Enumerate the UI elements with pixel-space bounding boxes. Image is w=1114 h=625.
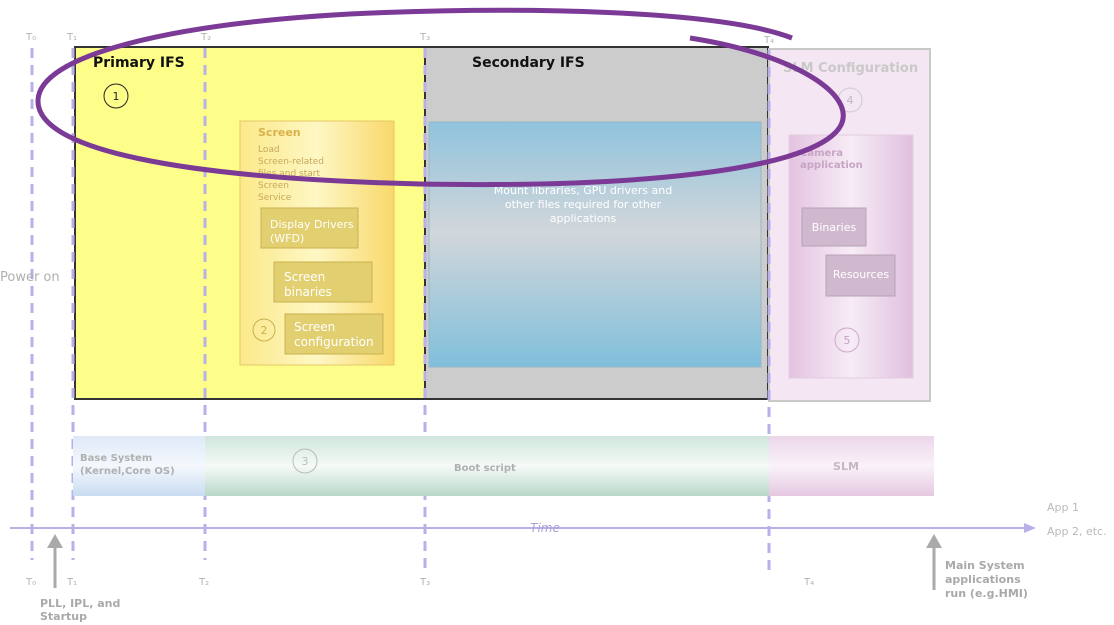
time-label: Time <box>530 521 560 535</box>
marker-t2-bottom: T₂ <box>198 577 209 588</box>
badge-4: 4 <box>847 94 854 107</box>
badge-2: 2 <box>261 324 268 337</box>
badge-3: 3 <box>302 455 309 468</box>
secondary-desc-line: other files required for other <box>505 198 662 211</box>
marker-t1-top: T₁ <box>66 32 77 43</box>
timeline-arrow <box>10 523 1036 533</box>
pll-label: PLL, IPL, and <box>40 597 120 610</box>
screen-desc-line: files and start <box>258 169 320 179</box>
pll-arrow <box>47 534 63 588</box>
badge-2-circle <box>252 318 276 342</box>
screen-configuration-label: configuration <box>294 335 374 349</box>
base-system-label: (Kernel,Core OS) <box>80 466 175 477</box>
screen-configuration-box <box>284 313 384 355</box>
screen-binaries-label: binaries <box>284 285 332 299</box>
marker-t4-bottom: T₄ <box>803 577 814 588</box>
badge-5-circle <box>834 327 860 353</box>
display-drivers-label: (WFD) <box>270 232 304 245</box>
badge-5: 5 <box>844 334 851 347</box>
pll-label: Startup <box>40 610 87 623</box>
app-1-label: App 1 <box>1047 501 1079 514</box>
slm-segment <box>769 436 934 496</box>
screen-desc-line: Load <box>258 145 280 155</box>
time-markers-top: T₀ T₁ T₂ T₃ T₄ <box>25 32 774 46</box>
display-drivers-label: Display Drivers <box>270 218 354 231</box>
screen-desc-line: Screen-related <box>258 157 324 167</box>
marker-t3-top: T₃ <box>419 32 430 43</box>
secondary-content-box <box>428 121 762 368</box>
marker-t0-top: T₀ <box>25 32 36 43</box>
slm-configuration-title: SLM Configuration <box>783 61 918 76</box>
time-markers-bottom: T₀ T₁ T₂ T₃ T₄ <box>25 577 814 588</box>
badge-1: 1 <box>113 90 120 103</box>
secondary-ifs-title: Secondary IFS <box>472 55 585 71</box>
screen-box-description: Load Screen-related files and start Scre… <box>258 145 324 203</box>
app-2-label: App 2, etc. <box>1047 525 1107 538</box>
badge-1-circle <box>103 83 129 109</box>
camera-application-title: application <box>800 160 863 171</box>
screen-desc-line: Service <box>258 193 292 203</box>
pll-arrowhead <box>47 534 63 548</box>
camera-application-title: Camera <box>800 148 843 159</box>
resources-label: Resources <box>833 268 889 281</box>
secondary-desc-line: Mount libraries, GPU drivers and <box>494 184 672 197</box>
boot-script-label: Boot script <box>454 463 516 474</box>
main-system-arrowhead <box>926 534 942 548</box>
timeline-arrowhead <box>1024 523 1036 533</box>
screen-binaries-label: Screen <box>284 270 325 284</box>
marker-t3-bottom: T₃ <box>419 577 430 588</box>
highlight-ellipse-stroke <box>35 7 846 188</box>
marker-t1-bottom: T₁ <box>66 577 77 588</box>
main-system-arrow <box>926 534 942 590</box>
boot-script-segment <box>205 436 769 496</box>
binaries-box <box>801 207 867 247</box>
marker-t0-bottom: T₀ <box>25 577 36 588</box>
slm-label: SLM <box>833 460 859 473</box>
marker-t2-top: T₂ <box>200 32 211 43</box>
display-drivers-box <box>260 207 359 249</box>
resources-box <box>825 254 896 297</box>
primary-ifs-title: Primary IFS <box>93 55 185 71</box>
base-system-segment <box>73 436 205 496</box>
secondary-description: Mount libraries, GPU drivers and other f… <box>494 184 672 225</box>
marker-t4-top: T₄ <box>763 35 774 46</box>
badge-3-circle <box>292 448 318 474</box>
binaries-label: Binaries <box>812 221 857 234</box>
main-system-label: Main System <box>945 559 1025 572</box>
highlight-ellipse <box>35 7 846 188</box>
screen-desc-line: Screen <box>258 181 289 191</box>
screen-configuration-label: Screen <box>294 320 335 334</box>
power-on-label: Power on <box>0 270 60 285</box>
screen-box-title: Screen <box>258 126 301 139</box>
secondary-desc-line: applications <box>550 212 617 225</box>
main-system-label: run (e.g.HMI) <box>945 587 1028 600</box>
screen-binaries-box <box>273 261 373 303</box>
main-system-label: applications <box>945 573 1021 586</box>
base-system-label: Base System <box>80 453 152 464</box>
